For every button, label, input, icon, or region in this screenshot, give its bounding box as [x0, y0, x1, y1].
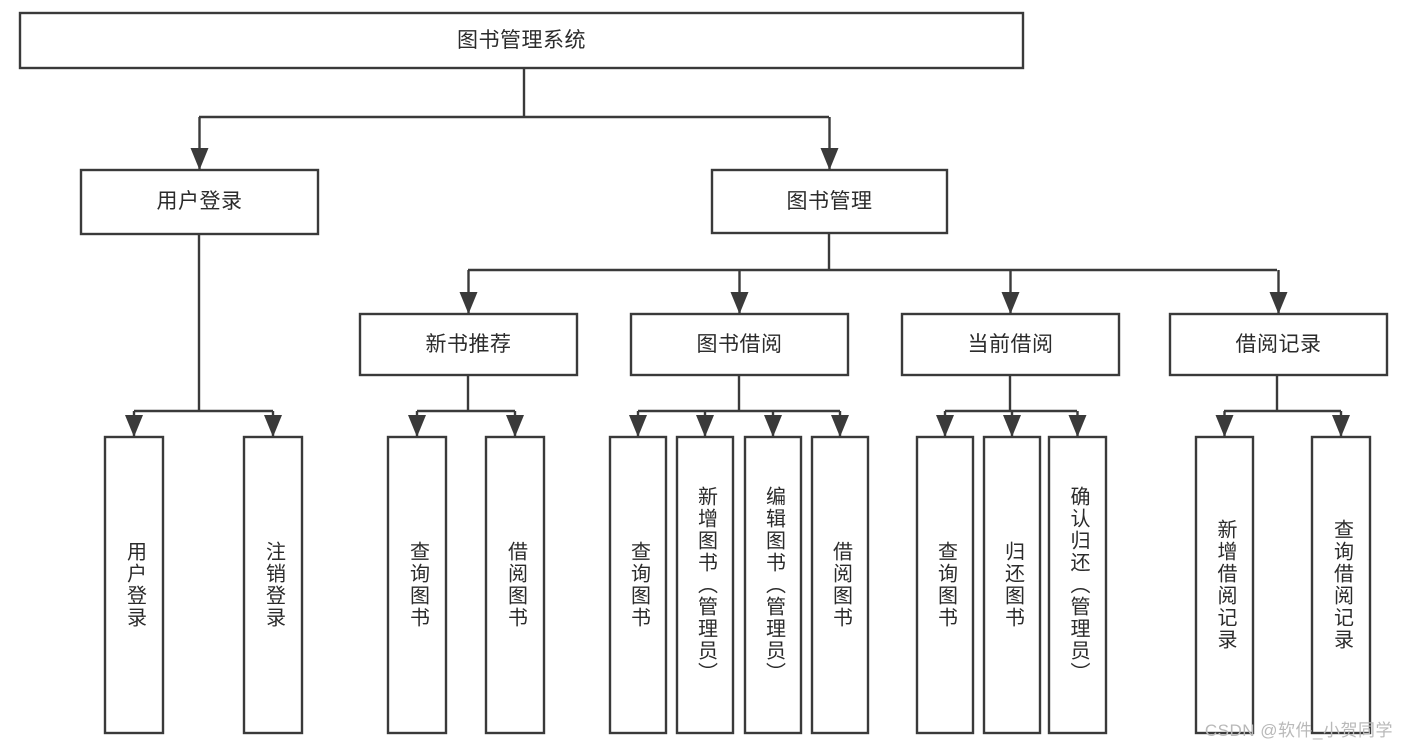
arrow-head-icon [264, 415, 282, 437]
node-box-leaf-query-record[interactable] [1310, 435, 1372, 735]
arrow-head-icon [1068, 415, 1087, 437]
node-box-leaf-add-book[interactable] [675, 435, 735, 735]
node-box-leaf-query-book-1[interactable] [386, 435, 448, 735]
node-box-leaf-query-book-2[interactable] [608, 435, 668, 735]
node-box-book-manage[interactable] [710, 168, 949, 235]
arrow-head-icon [408, 415, 426, 437]
node-box-leaf-user-logout[interactable] [242, 435, 304, 735]
node-box-leaf-borrow-book-2[interactable] [810, 435, 870, 735]
arrow-head-icon [125, 415, 143, 437]
arrow-head-icon [190, 148, 209, 170]
connectors-layer [125, 68, 1350, 437]
arrow-head-icon [459, 292, 478, 314]
node-box-leaf-confirm-return[interactable] [1047, 435, 1108, 735]
node-box-leaf-borrow-book-1[interactable] [484, 435, 546, 735]
arrow-head-icon [1001, 292, 1020, 314]
node-box-leaf-query-book-3[interactable] [915, 435, 975, 735]
arrow-head-icon [1003, 415, 1021, 437]
node-box-leaf-user-login[interactable] [103, 435, 165, 735]
arrow-head-icon [1332, 415, 1350, 437]
arrow-head-icon [629, 415, 647, 437]
arrow-head-icon [1269, 292, 1288, 314]
arrow-head-icon [730, 292, 749, 314]
arrow-head-icon [506, 415, 524, 437]
arrow-head-icon [936, 415, 954, 437]
arrow-head-icon [764, 415, 782, 437]
arrow-head-icon [820, 148, 839, 170]
node-box-root[interactable] [18, 11, 1025, 70]
node-box-new-book-rec[interactable] [358, 312, 579, 377]
arrow-head-icon [696, 415, 714, 437]
arrow-head-icon [831, 415, 849, 437]
boxes-layer [18, 11, 1389, 735]
arrow-head-icon [1215, 415, 1234, 437]
node-box-current-borrow[interactable] [900, 312, 1121, 377]
node-box-leaf-return-book[interactable] [982, 435, 1042, 735]
node-box-user-login[interactable] [79, 168, 320, 236]
node-box-book-borrow[interactable] [629, 312, 850, 377]
node-box-borrow-record[interactable] [1168, 312, 1389, 377]
node-box-leaf-edit-book[interactable] [743, 435, 803, 735]
node-box-leaf-add-record[interactable] [1194, 435, 1255, 735]
